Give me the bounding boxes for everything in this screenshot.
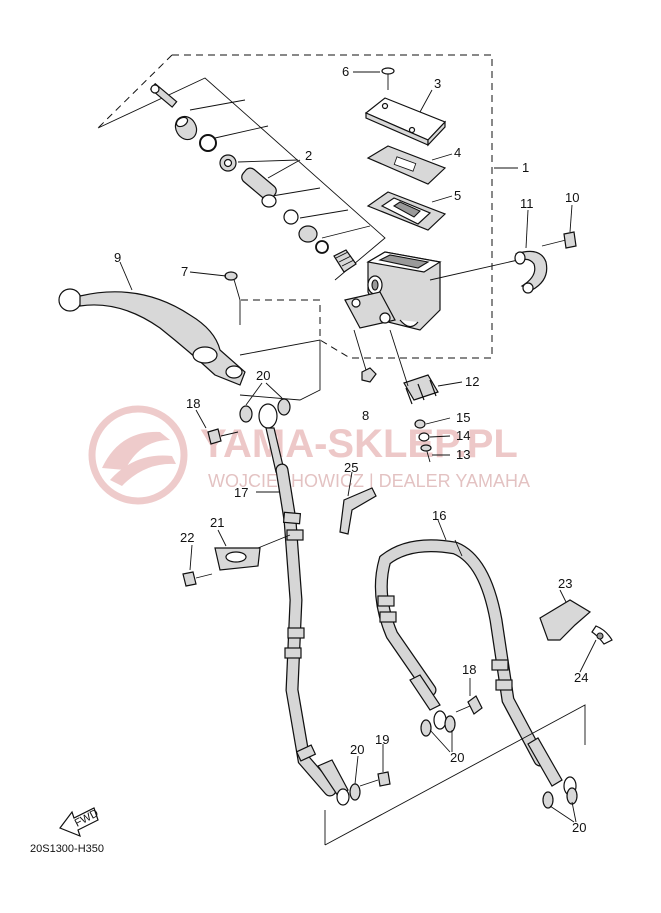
callout-19: 19 [375, 732, 389, 747]
copper-washers-20-mid [420, 715, 456, 737]
washer-ring [219, 154, 237, 172]
cup [283, 209, 299, 225]
washer-15 [414, 419, 426, 429]
callout-5: 5 [454, 188, 461, 203]
handlebar-clamp-11 [514, 250, 548, 294]
callout-18-lower: 18 [462, 662, 476, 677]
union-bolt-18-top [207, 428, 239, 445]
callout-2: 2 [305, 148, 312, 163]
brake-hose-16 [374, 539, 577, 796]
lever-bolt-7 [224, 271, 241, 301]
copper-washer-20-19 [349, 783, 361, 801]
leader-20-left [245, 382, 263, 406]
callout-20-top: 20 [256, 368, 270, 383]
hose-clip-21 [214, 547, 261, 571]
callout-15: 15 [456, 410, 470, 425]
callout-leaders [119, 71, 597, 823]
callout-21: 21 [210, 515, 224, 530]
union-bolt-18-lower [455, 695, 483, 715]
callout-25: 25 [344, 460, 358, 475]
screw-13 [420, 444, 432, 463]
bottom-frame [324, 704, 586, 846]
copper-washer-20b [277, 398, 291, 416]
callout-20-mid: 20 [450, 750, 464, 765]
push-rod [149, 82, 178, 108]
callout-14: 14 [456, 428, 470, 443]
callout-12: 12 [465, 374, 479, 389]
callout-9: 9 [114, 250, 121, 265]
hose-guide-23 [539, 599, 592, 641]
copper-washers-20-bottom [542, 787, 578, 809]
callout-13: 13 [456, 447, 470, 462]
callout-4: 4 [454, 145, 461, 160]
leader-lever-pivot [239, 339, 321, 401]
callout-3: 3 [434, 76, 441, 91]
leader-nut [353, 329, 367, 371]
cap-plate-4 [366, 145, 447, 185]
brake-switch-12 [403, 374, 439, 405]
callout-11: 11 [520, 196, 534, 211]
callout-18-top: 18 [186, 396, 200, 411]
assembly-box-1 [172, 54, 493, 359]
piston [241, 167, 277, 208]
leader-20-right [265, 382, 283, 399]
callout-20-left: 20 [350, 742, 364, 757]
callout-6: 6 [342, 64, 349, 79]
cap-screw-6 [381, 67, 395, 90]
union-bolt-19 [359, 771, 391, 787]
spring [333, 249, 357, 273]
callout-22: 22 [180, 530, 194, 545]
bracket-25 [339, 487, 377, 535]
callout-24: 24 [574, 670, 588, 685]
clip-bolt-22 [182, 571, 213, 587]
washer-14 [418, 432, 430, 442]
circlip [199, 134, 217, 152]
clamp-bolt-10 [541, 231, 577, 249]
callout-8: 8 [362, 408, 369, 423]
diaphragm-5 [366, 191, 447, 231]
piston-kit-divider-lines [189, 99, 371, 239]
callout-17: 17 [234, 485, 248, 500]
callout-7: 7 [181, 264, 188, 279]
master-cylinder-body [344, 251, 442, 331]
cup-2 [298, 225, 318, 243]
reservoir-cap-3 [364, 97, 447, 147]
callout-labels: 1 2 3 4 5 6 7 8 9 10 11 12 13 14 15 16 1… [114, 64, 588, 835]
callout-1: 1 [522, 160, 529, 175]
leader-body-clamp [429, 259, 519, 281]
watermark-sub-text: WOJCIECHOWICZ | DEALER YAMAHA [208, 471, 530, 491]
fwd-arrow-icon: FWD [59, 807, 101, 838]
watermark-main-text: YAMA-SKLEP.PL [200, 422, 518, 466]
brake-lever-9 [58, 288, 246, 386]
callout-10: 10 [565, 190, 579, 205]
spring-clip [315, 240, 329, 254]
assembly-box-1-left [97, 54, 173, 129]
callout-20-bottom: 20 [572, 820, 586, 835]
callout-16: 16 [432, 508, 446, 523]
lever-nut-8 [361, 367, 377, 383]
callout-23: 23 [558, 576, 572, 591]
watermark-logo-icon [88, 405, 188, 505]
leader-switch [389, 329, 409, 387]
boot [174, 115, 198, 141]
brake-hose-17 [275, 463, 350, 806]
copper-washer-20a [239, 405, 253, 423]
piston-kit-box [97, 77, 386, 281]
leader-clip-hose [257, 534, 291, 549]
diagram-code: 20S1300-H350 [30, 843, 104, 855]
clamp-24 [591, 625, 613, 645]
